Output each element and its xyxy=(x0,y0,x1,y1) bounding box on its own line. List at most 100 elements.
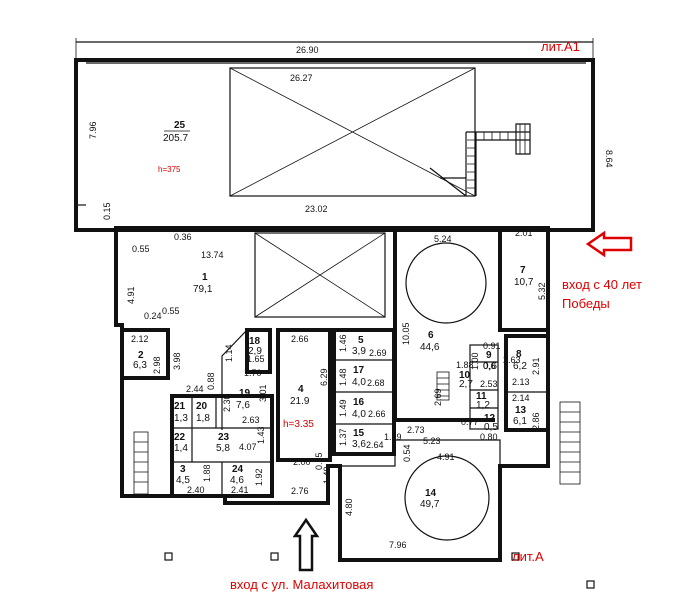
dim-top-inner: 26.27 xyxy=(290,73,313,83)
room-14-area: 49,7 xyxy=(420,499,440,510)
svg-text:2.01: 2.01 xyxy=(515,228,533,238)
height-upper: h=375 xyxy=(158,165,181,174)
dim-right-upper: 8.64 xyxy=(604,150,614,168)
svg-text:2.00: 2.00 xyxy=(293,457,311,467)
room-23-area: 5,8 xyxy=(216,443,230,454)
svg-text:1.00: 1.00 xyxy=(470,352,480,370)
svg-text:0.15: 0.15 xyxy=(102,202,112,220)
room-3-num: 3 xyxy=(180,464,186,475)
svg-text:2.30: 2.30 xyxy=(222,394,232,412)
svg-text:13.74: 13.74 xyxy=(201,250,224,260)
svg-text:10.05: 10.05 xyxy=(401,322,411,345)
svg-text:2.63: 2.63 xyxy=(503,355,521,365)
svg-text:0.55: 0.55 xyxy=(132,244,150,254)
arrow-left-icon xyxy=(585,230,633,258)
svg-text:2.76: 2.76 xyxy=(291,486,309,496)
room-13-area: 6,1 xyxy=(513,416,527,427)
svg-text:3.98: 3.98 xyxy=(172,352,182,370)
arrow-up-icon xyxy=(292,517,320,572)
svg-text:4.80: 4.80 xyxy=(344,498,354,516)
room-10-area: 2,7 xyxy=(459,379,473,390)
room-4-num: 4 xyxy=(298,384,304,395)
room-7-num: 7 xyxy=(520,265,526,276)
svg-text:1.48: 1.48 xyxy=(338,368,348,386)
dimension-labels: 26.90 26.27 7.96 8.64 0.15 23.02 0.36 0.… xyxy=(88,45,614,550)
svg-text:3.01: 3.01 xyxy=(258,384,268,402)
label-lit-a: лит.А xyxy=(512,549,544,564)
room-15-num: 15 xyxy=(353,428,365,439)
svg-text:2.69: 2.69 xyxy=(433,388,443,406)
room-18-num: 18 xyxy=(249,336,261,347)
svg-text:1.40: 1.40 xyxy=(322,466,332,484)
room-25-num: 25 xyxy=(174,120,186,131)
room-18-walls xyxy=(245,328,272,374)
entrance-east-line2: Победы xyxy=(562,296,610,311)
upper-block xyxy=(74,38,595,232)
entrance-south-label: вход с ул. Малахитовая xyxy=(230,577,373,592)
lower-block-outline xyxy=(114,226,550,562)
room-labels: 25 205.7 1 79,1 2 6,3 18 2,9 4 21.9 5 3,… xyxy=(133,120,534,510)
service-rooms xyxy=(469,344,499,430)
svg-text:0.77: 0.77 xyxy=(461,417,479,427)
column-room14 xyxy=(404,455,490,541)
svg-text:2.64: 2.64 xyxy=(366,440,384,450)
svg-text:0.24: 0.24 xyxy=(144,311,162,321)
svg-text:2.53: 2.53 xyxy=(480,379,498,389)
room-1-num: 1 xyxy=(202,272,208,283)
room-13-num: 13 xyxy=(515,405,527,416)
room-17-area: 4,0 xyxy=(352,377,366,388)
room-3-area: 4,5 xyxy=(176,475,190,486)
svg-text:0.55: 0.55 xyxy=(162,306,180,316)
room-6-num: 6 xyxy=(428,330,434,341)
room-6-area: 44,6 xyxy=(420,342,440,353)
room-8-area: 6,2 xyxy=(513,361,527,372)
svg-text:6.29: 6.29 xyxy=(319,368,329,386)
svg-text:1.46: 1.46 xyxy=(338,334,348,352)
svg-text:1.43: 1.43 xyxy=(256,426,266,444)
svg-text:2.13: 2.13 xyxy=(512,377,530,387)
room-12-num: 12 xyxy=(484,413,496,424)
svg-text:0.54: 0.54 xyxy=(402,444,412,462)
svg-text:2.66: 2.66 xyxy=(291,334,309,344)
room-22-num: 22 xyxy=(174,432,186,443)
room-1-area: 79,1 xyxy=(193,284,213,295)
svg-text:0.65: 0.65 xyxy=(314,452,324,470)
svg-text:0,6: 0,6 xyxy=(483,361,496,371)
svg-text:2.69: 2.69 xyxy=(369,348,387,358)
room-23-num: 23 xyxy=(218,432,230,443)
wall-room7 xyxy=(498,228,548,332)
room-24-area: 4,6 xyxy=(230,475,244,486)
room-11-area: 1,2 xyxy=(476,400,490,411)
room-20-num: 20 xyxy=(196,401,208,412)
dim-top-outer: 26.90 xyxy=(296,45,319,55)
svg-text:2.14: 2.14 xyxy=(512,393,530,403)
room-16-num: 16 xyxy=(353,397,365,408)
height-lower: h=3.35 xyxy=(283,419,314,430)
room-21-area: 1,3 xyxy=(174,413,188,424)
svg-text:4.91: 4.91 xyxy=(126,286,136,304)
room-12-area: 0,5 xyxy=(484,422,498,433)
svg-text:1.37: 1.37 xyxy=(338,428,348,446)
svg-text:2.91: 2.91 xyxy=(531,357,541,375)
svg-text:1.65: 1.65 xyxy=(247,354,265,364)
svg-text:1.49: 1.49 xyxy=(338,399,348,417)
room-8-num: 8 xyxy=(516,349,522,360)
svg-text:0.80: 0.80 xyxy=(480,432,498,442)
room-4-area: 21.9 xyxy=(290,396,310,407)
svg-text:2.40: 2.40 xyxy=(187,485,205,495)
exterior-stair-left xyxy=(133,431,149,495)
svg-text:0.88: 0.88 xyxy=(206,372,216,390)
svg-text:1.88: 1.88 xyxy=(202,464,212,482)
svg-text:5.32: 5.32 xyxy=(537,282,547,300)
dim-mid: 23.02 xyxy=(305,204,328,214)
svg-text:4.07: 4.07 xyxy=(239,442,257,452)
svg-text:2.73: 2.73 xyxy=(407,425,425,435)
svg-text:1.14: 1.14 xyxy=(224,344,234,362)
svg-text:2.66: 2.66 xyxy=(368,409,386,419)
svg-text:5.23: 5.23 xyxy=(423,436,441,446)
room-18-area: 2,9 xyxy=(248,346,262,357)
room-19-num: 19 xyxy=(239,388,251,399)
light-well-lower xyxy=(254,232,386,318)
rooms-8-13 xyxy=(504,334,550,432)
room-11-num: 11 xyxy=(476,391,487,402)
